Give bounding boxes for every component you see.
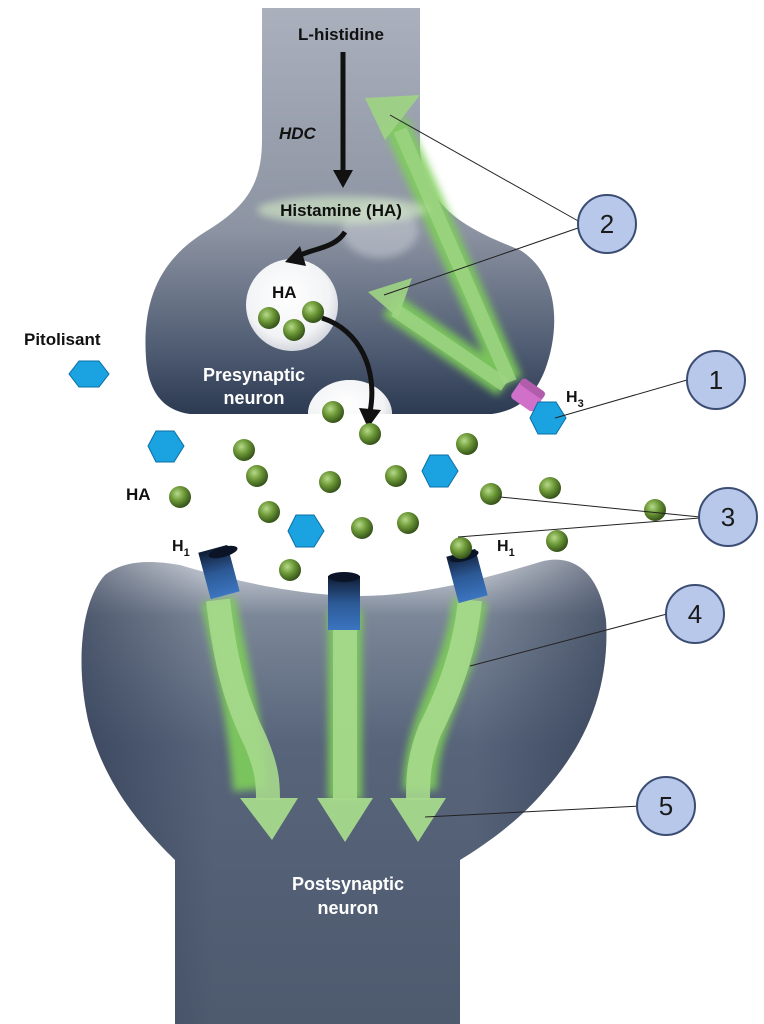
- h1-left-label: H1: [172, 538, 190, 559]
- histamine-ball: [258, 307, 280, 329]
- l-histidine-label: L-histidine: [298, 25, 384, 44]
- fusion-gap: [300, 414, 400, 444]
- histamine-ball: [351, 517, 373, 539]
- histamine-ball: [450, 537, 472, 559]
- histamine-ball: [319, 471, 341, 493]
- histamine-ball: [283, 319, 305, 341]
- histamine-ball: [279, 559, 301, 581]
- callout-1-number: 1: [709, 365, 723, 395]
- histamine-ball: [539, 477, 561, 499]
- callout-1: 1: [687, 351, 745, 409]
- callout-4-number: 4: [688, 599, 702, 629]
- postsynaptic-label-line2: neuron: [318, 898, 379, 918]
- pitolisant-hexagon: [288, 515, 324, 547]
- histamine-ball: [233, 439, 255, 461]
- histamine-label: Histamine (HA): [280, 201, 402, 220]
- pitolisant-label: Pitolisant: [24, 330, 101, 349]
- cleft-ha-label: HA: [126, 485, 151, 504]
- histamine-ball: [456, 433, 478, 455]
- callout-5-number: 5: [659, 791, 673, 821]
- pitolisant-hexagon-bound: [530, 402, 566, 434]
- histamine-ball: [322, 401, 344, 423]
- callout-4: 4: [666, 585, 724, 643]
- histamine-ball: [644, 499, 666, 521]
- histamine-ball: [359, 423, 381, 445]
- histamine-ball: [546, 530, 568, 552]
- histamine-ball: [302, 301, 324, 323]
- callout-2: 2: [578, 195, 636, 253]
- histamine-ball: [169, 486, 191, 508]
- pitolisant-hexagon: [69, 361, 109, 387]
- callout-5: 5: [637, 777, 695, 835]
- h3-label: H3: [566, 389, 584, 410]
- callout-2-number: 2: [600, 209, 614, 239]
- histamine-ball: [246, 465, 268, 487]
- callout-3: 3: [699, 488, 757, 546]
- h1-right-label: H1: [497, 538, 515, 559]
- histamine-ball: [258, 501, 280, 523]
- presynaptic-label-line2: neuron: [224, 388, 285, 408]
- vesicle-ha-label: HA: [272, 283, 297, 302]
- histamine-ball: [397, 512, 419, 534]
- h1-receptor-center: [328, 572, 360, 630]
- pitolisant-hexagon: [148, 431, 184, 462]
- histamine-ball: [385, 465, 407, 487]
- histamine-ball: [480, 483, 502, 505]
- presynaptic-label-line1: Presynaptic: [203, 365, 305, 385]
- callout-3-number: 3: [721, 502, 735, 532]
- hdc-enzyme-label: HDC: [279, 124, 317, 143]
- pitolisant-hexagon: [422, 455, 458, 487]
- postsynaptic-label-line1: Postsynaptic: [292, 874, 404, 894]
